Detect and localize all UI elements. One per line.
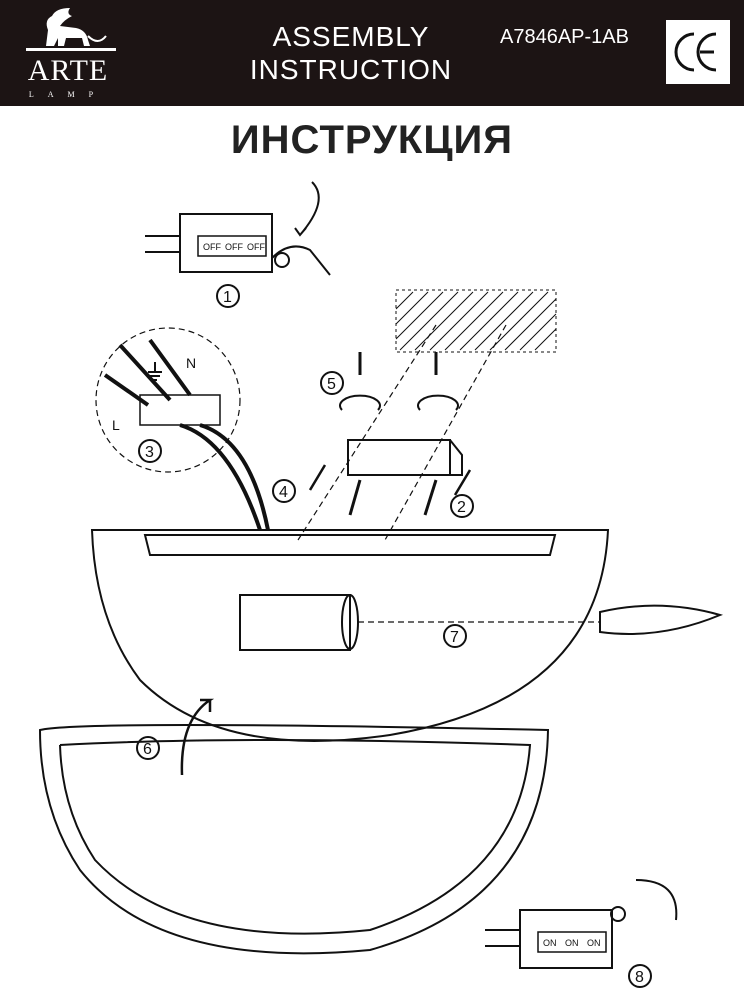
header-title-line2: INSTRUCTION: [249, 54, 453, 85]
step-number: 2: [457, 499, 466, 516]
lamp-body: [90, 529, 724, 742]
step-number: 8: [635, 969, 644, 986]
rotate-arrow-icon: [635, 879, 678, 921]
step-number: 5: [327, 376, 336, 393]
step-number: 1: [223, 289, 232, 306]
mounting-bracket: [308, 352, 472, 516]
neutral-wire-label: N: [186, 355, 196, 371]
header-title: ASSEMBLY INSTRUCTION: [236, 20, 466, 86]
switch-on-label: ON: [587, 938, 601, 948]
logo-subtitle: LAMP: [28, 90, 108, 99]
hand-icon: [271, 245, 331, 276]
arrow-icon: [294, 181, 320, 237]
wiring-detail: L N: [95, 327, 270, 531]
switch-off-label: OFF: [225, 242, 243, 252]
logo-name: ARTE: [27, 54, 109, 87]
model-number: A7846AP-1AB: [500, 26, 629, 48]
bulb-icon: [599, 604, 724, 635]
step-number: 6: [143, 741, 152, 758]
page-title: ИНСТРУКЦИЯ: [230, 118, 514, 162]
ce-mark-icon: [674, 32, 717, 72]
header-bar: ARTE LAMP ASSEMBLY INSTRUCTION A7846AP-1…: [0, 0, 744, 106]
switch-panel-on: ON ON ON: [485, 879, 678, 969]
header-title-line1: ASSEMBLY: [272, 21, 430, 52]
live-wire-label: L: [112, 417, 120, 433]
wall-hatch: [395, 289, 557, 353]
switch-off-label: OFF: [247, 242, 265, 252]
switch-panel-off: OFF OFF OFF: [145, 181, 331, 276]
ce-mark: [666, 20, 730, 84]
switch-on-label: ON: [543, 938, 557, 948]
step-markers: 1 2 3 4 5 6 7 8: [136, 284, 652, 988]
switch-off-label: OFF: [203, 242, 221, 252]
glass-shade: [38, 698, 550, 955]
switch-on-label: ON: [565, 938, 579, 948]
step-number: 3: [145, 444, 154, 461]
lion-logo-icon: [26, 8, 116, 51]
step-number: 4: [279, 484, 288, 501]
step-number: 7: [450, 629, 459, 646]
ground-icon: [148, 362, 162, 381]
